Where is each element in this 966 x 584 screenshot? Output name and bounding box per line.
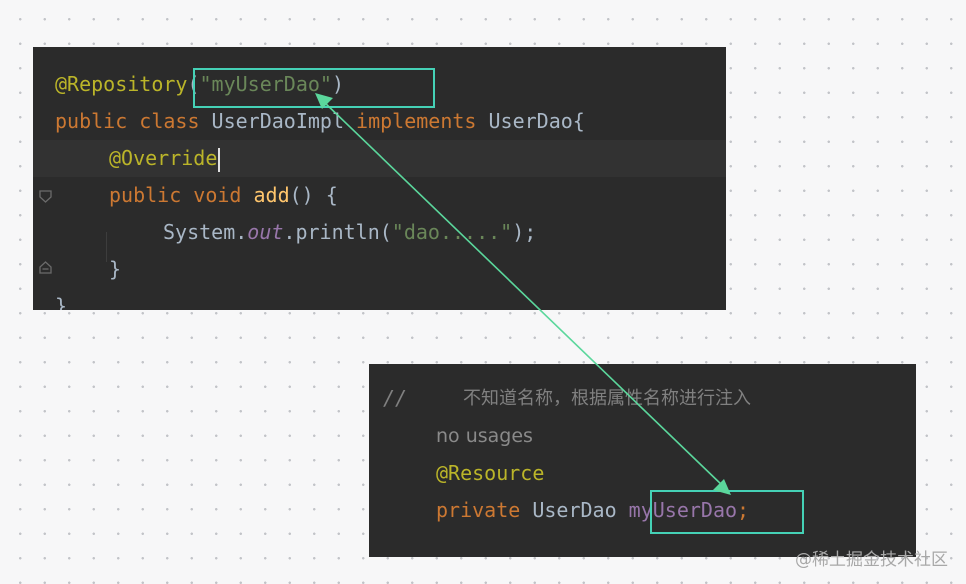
field-name-highlight xyxy=(650,490,804,534)
code-token: public void xyxy=(109,183,254,207)
code-token: UserDaoImpl xyxy=(211,109,357,133)
comment-text: 不知道名称，根据属性名称进行注入 xyxy=(463,388,751,409)
code-token: } xyxy=(109,257,122,281)
usage-hint-line: no usages xyxy=(369,418,916,455)
fold-open-icon[interactable] xyxy=(39,190,52,203)
code-token: implements xyxy=(356,109,489,133)
code-line-4: public void add() { xyxy=(33,177,726,214)
code-token: public class xyxy=(55,109,212,133)
usage-hint[interactable]: no usages xyxy=(436,425,533,447)
indent-guide xyxy=(106,232,107,262)
code-token: ) xyxy=(331,72,344,96)
private-keyword: private xyxy=(436,498,533,522)
resource-annotation-line: @Resource xyxy=(369,455,916,492)
comment-slashes: // xyxy=(383,386,408,410)
code-token: ); xyxy=(512,220,537,244)
code-token: () { xyxy=(289,183,338,207)
code-token: "myUserDao" xyxy=(199,72,332,96)
text-cursor xyxy=(218,147,221,172)
code-line-3-current: @Override xyxy=(33,140,726,177)
code-token: UserDao{ xyxy=(488,109,585,133)
code-token: "dao....." xyxy=(391,220,513,244)
field-type: UserDao xyxy=(532,498,629,522)
code-token: System. xyxy=(163,220,248,244)
code-line-7: } xyxy=(33,288,726,310)
code-line-1: @Repository("myUserDao") xyxy=(33,66,726,103)
repository-name-highlight xyxy=(193,68,435,108)
code-token: } xyxy=(55,294,68,310)
code-token: out xyxy=(247,220,284,244)
code-token: add xyxy=(253,183,290,207)
watermark: @稀土掘金技术社区 xyxy=(795,550,948,570)
semicolon: ; xyxy=(737,498,750,522)
resource-annotation: @Resource xyxy=(436,461,545,485)
bottom-code-editor: // 不知道名称，根据属性名称进行注入 no usages @Resource … xyxy=(369,364,916,557)
field-declaration: private UserDao myUserDao; xyxy=(436,492,749,529)
comment-line: // 不知道名称，根据属性名称进行注入 xyxy=(369,380,916,417)
fold-close-icon[interactable] xyxy=(39,261,52,274)
code-line-5: System.out.println("dao....."); xyxy=(33,214,726,251)
code-token: @Override xyxy=(109,146,218,170)
code-token: .println( xyxy=(283,220,392,244)
field-name: myUserDao xyxy=(628,498,738,522)
code-line-6: } xyxy=(33,251,726,288)
code-token: @Repository xyxy=(55,72,188,96)
code-line-2: public class UserDaoImpl implements User… xyxy=(33,103,726,140)
field-declaration-line: private UserDao myUserDao; xyxy=(369,492,916,529)
